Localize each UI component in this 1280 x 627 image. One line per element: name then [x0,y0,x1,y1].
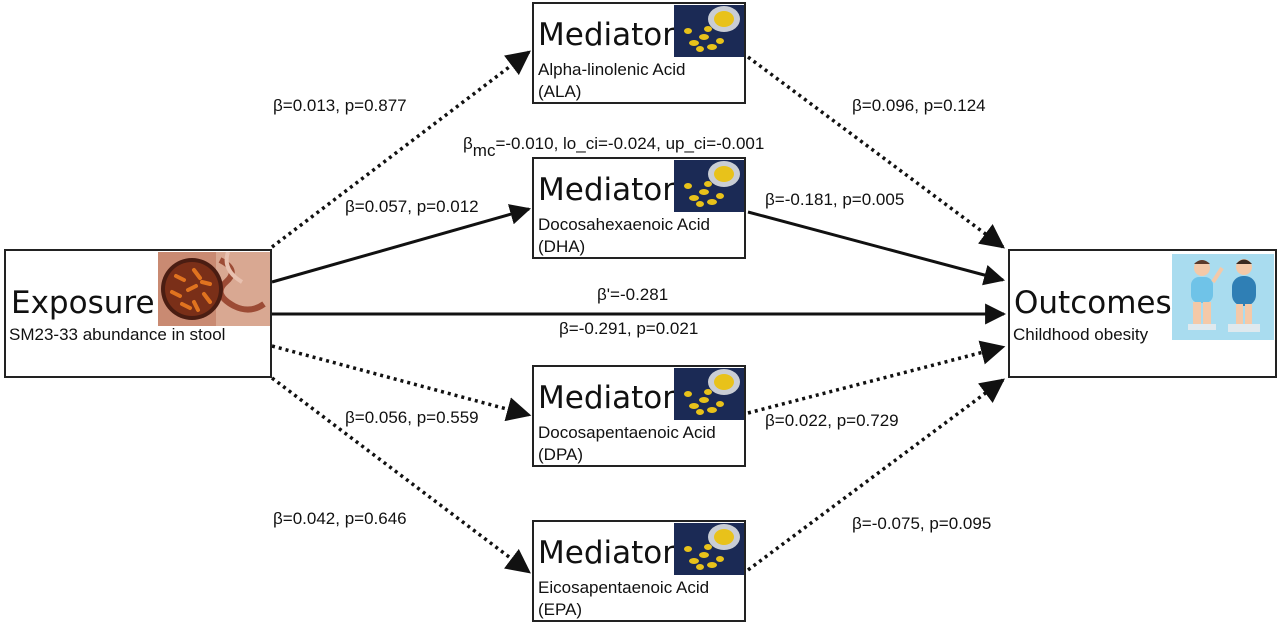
outcome-title: Outcomes [1014,285,1172,321]
mediator-box-dpa: Mediator Docosapentaenoic Acid (DPA) [532,365,746,467]
arrow-exposure-to-epa [270,376,531,574]
label-exposure-to-epa: β=0.042, p=0.646 [273,509,407,528]
mediator-abbrev: (ALA) [538,82,582,101]
label-epa-to-outcome: β=-0.075, p=0.095 [852,514,992,533]
arrow-dha-to-outcome [747,210,1006,286]
arrow-ala-to-outcome [746,55,1005,249]
label-dpa-to-outcome: β=0.022, p=0.729 [765,411,899,430]
outcome-box: Outcomes Childhood obesity [1008,249,1277,378]
mediator-title: Mediator [538,17,675,53]
mediator-name: Eicosapentaenoic Acid [538,578,710,597]
label-exposure-to-dpa: β=0.056, p=0.559 [345,408,479,427]
arrow-epa-to-outcome [746,378,1005,572]
fish-oil-capsules-image [674,160,744,212]
gut-microbiota-image [158,252,270,326]
label-mediation-sub: mc [472,141,496,160]
arrow-exposure-to-dha [271,204,532,284]
mediator-abbrev: (EPA) [538,600,583,619]
mediator-title: Mediator [538,535,675,571]
mediator-title: Mediator [538,380,675,416]
fish-oil-capsules-image [674,368,744,420]
arrow-dpa-to-outcome [747,340,1006,415]
label-direct-effect: β'=-0.281 [597,285,669,304]
label-exposure-to-ala: β=0.013, p=0.877 [273,96,407,115]
label-exposure-to-dha: β=0.057, p=0.012 [345,197,479,216]
mediator-name: Alpha-linolenic Acid [538,60,686,79]
arrow-exposure-to-dpa [271,344,532,422]
exposure-title: Exposure [11,285,155,321]
label-mediation-beta: β [463,134,473,153]
outcome-subtitle: Childhood obesity [1013,325,1149,344]
mediator-box-dha: Mediator Docosahexaenoic Acid (DHA) [532,157,746,259]
label-mediation-effect: βmc=-0.010, lo_ci=-0.024, up_ci=-0.001 [463,135,764,159]
children-weight-image [1172,254,1274,340]
mediator-name: Docosapentaenoic Acid [538,423,716,442]
label-mediation-values: =-0.010, lo_ci=-0.024, up_ci=-0.001 [495,134,765,153]
mediator-abbrev: (DHA) [538,237,586,256]
exposure-subtitle: SM23-33 abundance in stool [9,325,226,344]
mediator-title: Mediator [538,172,675,208]
label-ala-to-outcome: β=0.096, p=0.124 [852,96,986,115]
label-total-effect: β=-0.291, p=0.021 [559,319,699,338]
arrow-exposure-to-ala [270,50,531,249]
exposure-box: Exposure SM23-33 abundance in stool [4,249,272,378]
mediator-name: Docosahexaenoic Acid [538,215,711,234]
fish-oil-capsules-image [674,5,744,57]
mediator-box-epa: Mediator Eicosapentaenoic Acid (EPA) [532,520,746,622]
mediator-box-ala: Mediator Alpha-linolenic Acid (ALA) [532,2,746,104]
label-dha-to-outcome: β=-0.181, p=0.005 [765,190,905,209]
mediator-abbrev: (DPA) [538,445,584,464]
fish-oil-capsules-image [674,523,744,575]
